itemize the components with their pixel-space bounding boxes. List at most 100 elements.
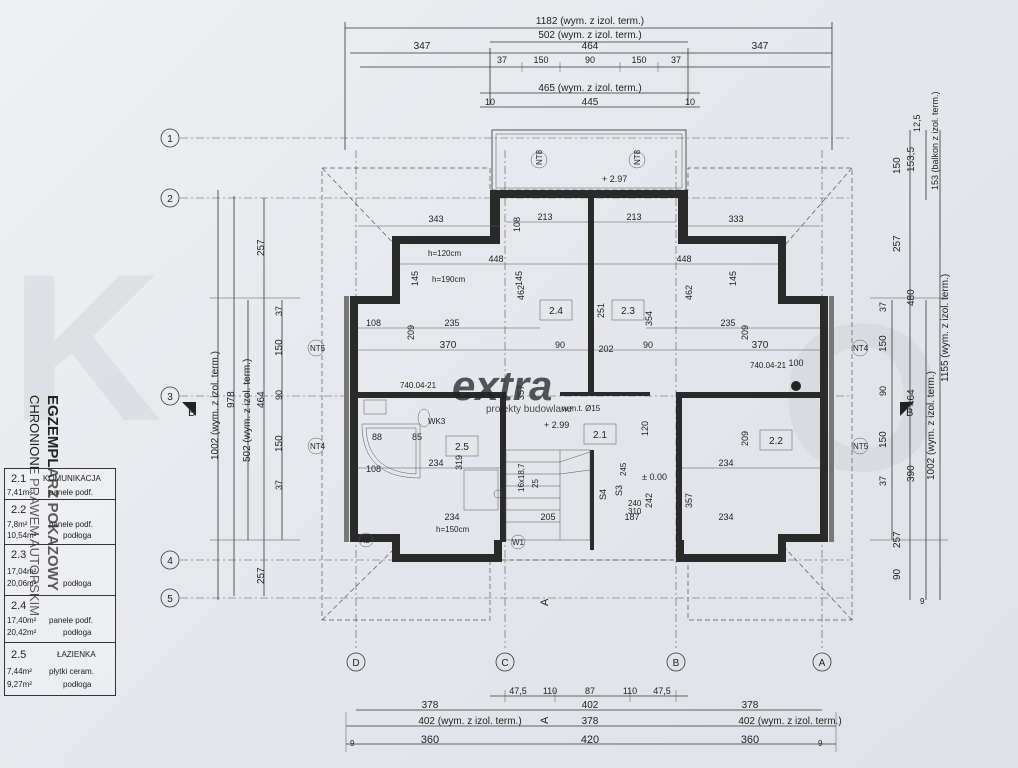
watermark-brand: extra: [452, 362, 552, 409]
exterior-walls: [344, 190, 834, 562]
room-4-area: 17,40m²: [7, 616, 37, 625]
bottom-row2-center: 402: [582, 700, 599, 711]
dim-seg-2: 150: [533, 55, 548, 65]
dim-right-347: 347: [752, 41, 769, 52]
dim-right-480: 480: [906, 289, 917, 306]
bottom-seg-5: 47,5: [653, 686, 671, 696]
nt8-right: NT8: [633, 149, 642, 165]
bottom-row4-9-right: 9: [818, 739, 823, 748]
nt4-left: NT4: [310, 442, 326, 451]
dim-242: 242: [644, 493, 654, 508]
s3-label: S3: [614, 485, 624, 496]
dim-right-150b: 150: [878, 431, 889, 448]
room-2-1: 2.1: [593, 430, 607, 441]
level-balcony: + 2.97: [602, 174, 627, 184]
room-schedule-table: 2.1 KOMUNIKACJA 7,41m² panele podf. 2.2 …: [4, 468, 116, 696]
stair-count: 25: [531, 479, 540, 488]
plan-dimension-texts: 343 333 213 213 448 448 h=120cm h=190cm …: [358, 212, 820, 534]
dim-right-90b: 90: [878, 386, 888, 396]
room-4-finish: panele podf.: [49, 616, 94, 625]
bottom-row2-right: 378: [742, 700, 759, 711]
dim-center-464: 464: [582, 41, 599, 52]
section-mark-a-top: A: [539, 598, 551, 606]
dim-left-257a: 257: [256, 239, 267, 256]
center-watermark: extra projekty budowlane: [452, 362, 573, 415]
bottom-row4-9-left: 9: [350, 739, 355, 748]
level-299: + 2.99: [544, 420, 569, 430]
bottom-row3-center: 378: [582, 716, 599, 727]
dim-209-b: 209: [740, 325, 750, 340]
room-3-area2: 20,06m²: [7, 579, 37, 588]
left-dimension-lines: 1002 (wym. z izol. term.) 978 502 (wym. …: [210, 190, 300, 600]
stamp-line1: EGZEMPLARZ POKAZOWY: [44, 395, 61, 591]
dim-90-left: 90: [555, 340, 565, 350]
grid-row-markers: 1 2 3 4 5: [160, 128, 180, 608]
room-2-finish2: podłoga: [63, 531, 92, 540]
dim-left-90: 90: [274, 390, 284, 400]
room-1-num: 2.1: [11, 473, 27, 485]
dim-left-outer: 1002 (wym. z izol. term.): [210, 351, 221, 460]
dim-234-d: 234: [718, 512, 733, 522]
room-2-num: 2.2: [11, 504, 27, 516]
dim-187: 187: [624, 512, 639, 522]
bathroom-fixtures: WK3 740.04-21 740.04-21: [361, 361, 801, 511]
room-2-5: 2.5: [455, 442, 469, 453]
code-740-right: 740.04-21: [750, 361, 787, 370]
room-1-finish: panele podf.: [49, 488, 94, 497]
staircase: 16x18,7 25: [505, 449, 591, 541]
dim-85: 85: [412, 432, 422, 442]
dim-145-a: 145: [410, 271, 420, 286]
dim-ten-right: 10: [685, 97, 695, 107]
room-5-finish: płytki ceram.: [49, 667, 94, 676]
w1-label: W1: [512, 538, 525, 547]
nt8-left: NT8: [535, 149, 544, 165]
bottom-row4-420: 420: [581, 734, 599, 746]
dim-205: 205: [540, 512, 555, 522]
room-4-finish2: podłoga: [63, 628, 92, 637]
level-000: ± 0.00: [642, 472, 667, 482]
dim-448-left: 448: [488, 254, 503, 264]
dim-234-c: 234: [444, 512, 459, 522]
section-mark-a-bottom: A: [539, 716, 551, 724]
dim-357-a: 357: [684, 493, 694, 508]
misc-plan-labels: NT5 NT4 NT4 NT5 K2 W1 + 2.99 ± 0.00 w.m.…: [307, 339, 869, 550]
room-5-num: 2.5: [11, 649, 27, 661]
grid-row-1: 1: [167, 134, 173, 145]
dim-left-464: 464: [256, 391, 267, 408]
dim-370-left: 370: [440, 340, 457, 351]
grid-row-4: 4: [167, 556, 173, 567]
grid-row-3: 3: [167, 392, 173, 403]
section-mark-b-left: B: [188, 407, 195, 419]
bottom-seg-2: 110: [543, 686, 557, 696]
dim-right-37b: 37: [878, 476, 888, 486]
note-h190: h=190cm: [432, 275, 465, 284]
dim-right-153: 153 (balkon z izol. term.): [930, 91, 940, 190]
room-5-area: 7,44m²: [7, 667, 32, 676]
room-table-row-3: 2.3 17,04m² 20,06m² podłoga: [5, 545, 115, 596]
dim-left-37a: 37: [274, 306, 284, 316]
bottom-row3-right: 402 (wym. z izol. term.): [738, 716, 841, 727]
dim-145-c: 145: [728, 271, 738, 286]
room-5-area2: 9,27m²: [7, 680, 32, 689]
dim-right-90: 90: [892, 568, 903, 580]
dim-245: 245: [619, 462, 628, 476]
dim-235-right: 235: [720, 318, 735, 328]
dim-left-inner: 502 (wym. z izol. term.): [242, 359, 253, 462]
dim-balcony-inner: 445: [582, 97, 599, 108]
dim-343: 343: [428, 214, 443, 224]
grid-col-c: C: [501, 658, 508, 669]
wmt-label: w.m.t. Ø15: [561, 404, 601, 413]
bottom-row2-left: 378: [422, 700, 439, 711]
dim-right-9: 9: [920, 597, 925, 606]
room-2-4: 2.4: [549, 306, 563, 317]
dim-234-a: 234: [428, 458, 443, 468]
dim-seg-5: 37: [671, 55, 681, 65]
dim-88: 88: [372, 432, 382, 442]
dim-235-left: 235: [444, 318, 459, 328]
grid-col-d: D: [352, 658, 359, 669]
room-5-finish2: podłoga: [63, 680, 92, 689]
room-2-finish: panele podf.: [49, 520, 94, 529]
dim-209-a: 209: [406, 325, 416, 340]
nt5-left: NT5: [310, 344, 326, 353]
